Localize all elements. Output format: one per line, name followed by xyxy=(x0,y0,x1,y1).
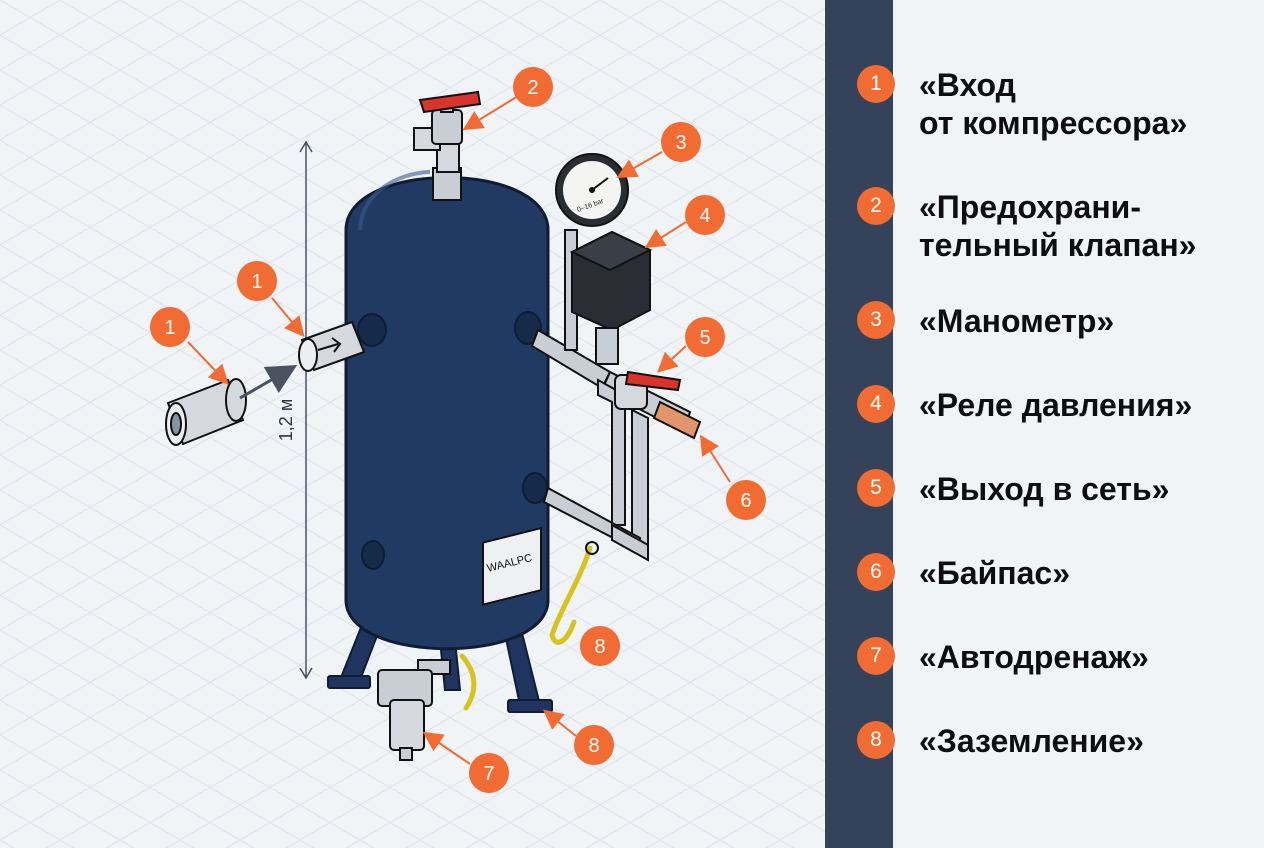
legend-number-badge: 6 xyxy=(857,553,895,591)
pressure-gauge xyxy=(555,153,629,227)
svg-text:1: 1 xyxy=(164,317,175,339)
legend-number-badge: 1 xyxy=(857,65,895,103)
legend-item: 5 «Выход в сеть» xyxy=(857,469,1249,508)
svg-text:1: 1 xyxy=(251,271,262,293)
svg-text:7: 7 xyxy=(483,763,494,785)
height-label: 1,2 м xyxy=(276,399,296,441)
receiver-diagram: 1,2 м WAALPC xyxy=(0,0,825,848)
inlet-coupling-loose xyxy=(165,378,247,446)
legend-item: 7 «Автодренаж» xyxy=(857,637,1249,676)
callout-2: 2 xyxy=(513,67,553,107)
svg-text:8: 8 xyxy=(594,636,605,658)
legend-number-badge: 4 xyxy=(857,385,895,423)
outlet-fitting xyxy=(652,400,702,440)
legend-item: 3 «Манометр» xyxy=(857,301,1249,340)
callout-1-tank: 1 xyxy=(237,261,277,301)
height-dimension xyxy=(299,140,313,680)
pressure-switch xyxy=(569,230,653,365)
callout-5: 5 xyxy=(685,317,725,357)
receiver-tank xyxy=(344,167,550,651)
legend-label: «Реле давления» xyxy=(919,387,1193,423)
legend-label: «Автодренаж» xyxy=(919,639,1149,675)
callout-4: 4 xyxy=(685,195,725,235)
legend-item: 6 «Байпас» xyxy=(857,553,1249,592)
callout-8-leg: 8 xyxy=(574,725,614,765)
svg-text:4: 4 xyxy=(699,205,710,227)
legend-label: «Байпас» xyxy=(919,555,1070,591)
callout-8-wire: 8 xyxy=(580,626,620,666)
svg-text:5: 5 xyxy=(699,327,710,349)
legend-item: 1 «Вход от компрессора» xyxy=(857,65,1249,142)
svg-text:2: 2 xyxy=(527,77,538,99)
legend-number-badge: 8 xyxy=(857,721,895,759)
ground-wire xyxy=(459,545,593,711)
safety-valve xyxy=(413,90,482,173)
legend-label: «Заземление» xyxy=(919,723,1144,759)
legend-item: 8 «Заземление» xyxy=(857,721,1249,760)
ground-wire-lug xyxy=(585,541,599,555)
legend-number-badge: 7 xyxy=(857,637,895,675)
svg-text:6: 6 xyxy=(740,490,751,512)
legend-label: «Предохрани- тельный клапан» xyxy=(919,189,1197,263)
callout-6: 6 xyxy=(726,480,766,520)
callout-7: 7 xyxy=(469,753,509,793)
auto-drain xyxy=(377,659,451,761)
callout-3: 3 xyxy=(661,122,701,162)
callout-arrows xyxy=(187,95,731,765)
callout-1-loose: 1 xyxy=(150,307,190,347)
legend-number-badge: 5 xyxy=(857,469,895,507)
legend-number-badge: 2 xyxy=(857,187,895,225)
sidebar-divider-bar xyxy=(825,0,893,848)
legend-item: 2 «Предохрани- тельный клапан» xyxy=(857,187,1249,264)
inlet-coupling xyxy=(298,320,366,372)
legend-label: «Выход в сеть» xyxy=(919,471,1170,507)
legend-item: 4 «Реле давления» xyxy=(857,385,1249,424)
tank-nameplate xyxy=(482,526,542,606)
legend-label: «Манометр» xyxy=(919,303,1115,339)
svg-text:8: 8 xyxy=(588,735,599,757)
legend-number-badge: 3 xyxy=(857,301,895,339)
inlet-insert-arrow xyxy=(239,365,298,400)
legend-label: «Вход от компрессора» xyxy=(919,67,1188,141)
legend: 1 «Вход от компрессора» 2 «Предохрани- тель… xyxy=(857,0,1257,848)
svg-text:3: 3 xyxy=(675,132,686,154)
outlet-ball-valve xyxy=(614,370,682,410)
